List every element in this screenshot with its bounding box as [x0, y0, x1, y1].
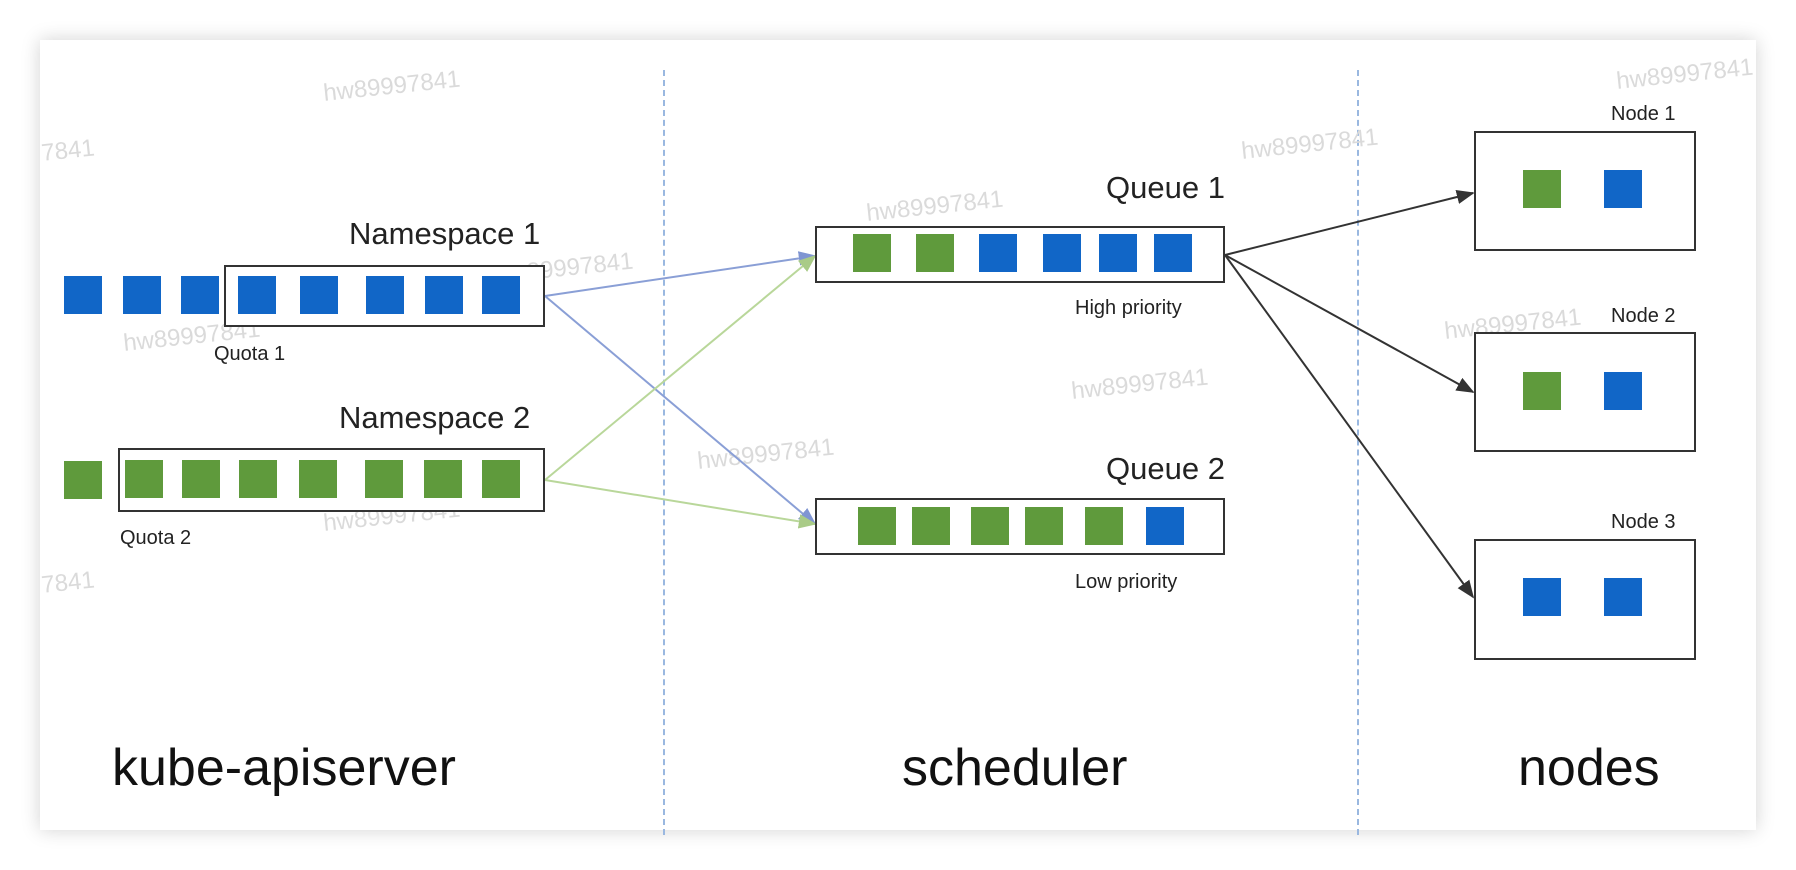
- quota-1-label: Quota 1: [214, 343, 286, 365]
- divider-scheduler-nodes: [1357, 70, 1359, 835]
- pod-blue: [1099, 234, 1137, 272]
- pod-green: [299, 460, 337, 498]
- pod-blue: [979, 234, 1017, 272]
- pod-blue: [1146, 507, 1184, 545]
- arrow-ns2-to-queue1: [544, 254, 817, 481]
- namespace-1-title: Namespace 1: [349, 216, 541, 251]
- pod-green: [916, 234, 954, 272]
- arrow-ns1-to-queue1: [544, 251, 817, 297]
- node-1-title: Node 1: [1611, 103, 1676, 125]
- pod-blue: [482, 276, 520, 314]
- diagram-canvas: [40, 40, 1756, 830]
- pod-green: [1025, 507, 1063, 545]
- pod-green: [239, 460, 277, 498]
- queue-1-priority: High priority: [1075, 297, 1182, 319]
- queue-2-title: Queue 2: [1106, 451, 1225, 486]
- divider-apiserver-scheduler: [663, 70, 665, 835]
- pod-green: [858, 507, 896, 545]
- pod-blue: [238, 276, 276, 314]
- pod-green: [1085, 507, 1123, 545]
- pod-blue: [181, 276, 219, 314]
- pod-green: [64, 461, 102, 499]
- pod-blue: [1043, 234, 1081, 272]
- node-1-box: [1474, 131, 1696, 251]
- pod-green: [182, 460, 220, 498]
- pod-blue: [1523, 578, 1561, 616]
- pod-blue: [366, 276, 404, 314]
- node-3-box: [1474, 539, 1696, 660]
- pod-green: [912, 507, 950, 545]
- pod-blue: [1154, 234, 1192, 272]
- section-label-scheduler: scheduler: [902, 739, 1128, 797]
- pod-green: [1523, 372, 1561, 410]
- arrow-ns1-to-queue2: [544, 295, 817, 526]
- pod-blue: [1604, 578, 1642, 616]
- pod-blue: [64, 276, 102, 314]
- node-3-title: Node 3: [1611, 511, 1676, 533]
- arrow-queue1-to-node3: [1224, 254, 1475, 599]
- pod-blue: [123, 276, 161, 314]
- arrow-queue1-to-node2: [1224, 254, 1475, 393]
- queue-1-title: Queue 1: [1106, 170, 1225, 205]
- pod-blue: [425, 276, 463, 314]
- pod-green: [1523, 170, 1561, 208]
- node-2-title: Node 2: [1611, 305, 1676, 327]
- pod-green: [971, 507, 1009, 545]
- quota-2-label: Quota 2: [120, 527, 192, 549]
- pod-green: [482, 460, 520, 498]
- pod-green: [424, 460, 462, 498]
- pod-blue: [1604, 170, 1642, 208]
- node-2-box: [1474, 332, 1696, 452]
- pod-green: [125, 460, 163, 498]
- namespace-2-title: Namespace 2: [339, 400, 531, 435]
- section-label-nodes: nodes: [1518, 739, 1660, 797]
- arrow-ns2-to-queue2: [544, 479, 817, 529]
- pod-green: [365, 460, 403, 498]
- section-label-apiserver: kube-apiserver: [112, 739, 456, 797]
- queue-2-priority: Low priority: [1075, 571, 1178, 593]
- pod-blue: [1604, 372, 1642, 410]
- arrow-queue1-to-node1: [1224, 189, 1475, 256]
- pod-blue: [300, 276, 338, 314]
- pod-green: [853, 234, 891, 272]
